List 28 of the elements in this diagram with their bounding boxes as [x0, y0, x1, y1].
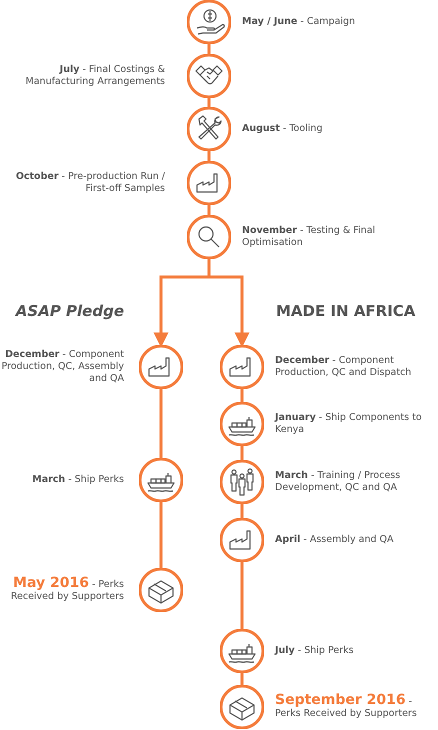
connector-line: [160, 388, 162, 459]
connector-line: [208, 97, 210, 108]
milestone-label: March - Training / Process Development, QC and QA: [275, 470, 402, 494]
milestone-label: March - Ship Perks: [31, 474, 124, 486]
branch-heading: ASAP Pledge: [16, 302, 124, 320]
milestone-label: July - Final Costings & Manufacturing Arrangements: [24, 64, 165, 88]
milestone-label: October - Pre-production Run / First-off Samples: [14, 171, 165, 195]
connector-line: [208, 43, 210, 55]
connector-line: [240, 445, 244, 461]
milestone-label: December - Component Production, QC and Dispatch: [275, 355, 412, 379]
milestone-label: May / June - Campaign: [242, 16, 356, 28]
connector-line: [208, 150, 210, 162]
milestone-label: January - Ship Components to Kenya: [275, 412, 423, 436]
milestone-label: August - Tooling: [242, 123, 324, 135]
connector-line: [240, 561, 244, 630]
milestone-label: May 2016 - Perks Received by Supporters: [10, 577, 124, 603]
connector-line: [240, 503, 244, 519]
connector-line: [240, 672, 244, 686]
arrow: [208, 258, 250, 348]
milestone-label: December - Component Production, QC, Assembly and QA: [0, 349, 124, 385]
milestone-label: November - Testing & Final Optimisation: [242, 225, 376, 249]
connector-line: [208, 204, 210, 216]
milestone-label: July - Ship Perks: [275, 645, 355, 657]
branch-heading: MADE IN AFRICA: [276, 302, 416, 320]
connector-line: [160, 501, 162, 569]
connector-line: [240, 388, 244, 403]
milestone-label: September 2016 - Perks Received by Supporters: [275, 694, 418, 720]
milestone-label: April - Assembly and QA: [275, 534, 395, 546]
